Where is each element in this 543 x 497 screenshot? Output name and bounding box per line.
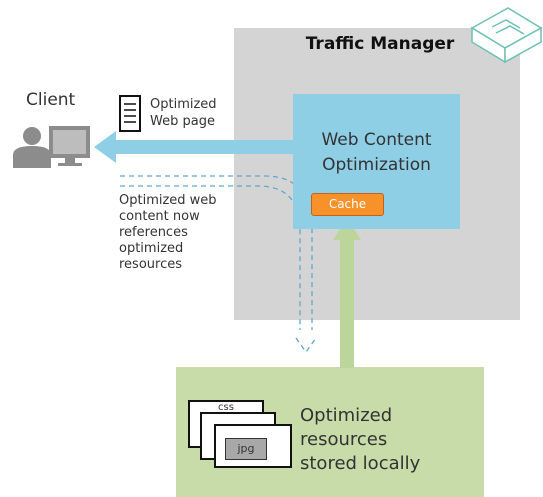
css-file-label: css — [218, 402, 234, 413]
web-page-label-line1: Optimized — [150, 97, 217, 112]
client-computer-icon — [49, 126, 90, 166]
traffic-manager-cube-icon — [470, 7, 543, 64]
note-line: references — [119, 225, 188, 240]
note-line: resources — [119, 257, 183, 272]
optimized-content-note: Optimized web content now references opt… — [119, 193, 217, 273]
wco-title-line1: Web Content — [321, 130, 432, 150]
web-page-label: Optimized Web page — [150, 96, 217, 130]
web-page-label-line2: Web page — [150, 114, 215, 129]
wco-title: Web Content Optimization — [293, 128, 460, 178]
cache-badge: Cache — [311, 193, 384, 216]
note-line: content now — [119, 209, 200, 224]
resources-label: Optimized resources stored locally — [300, 404, 480, 476]
jpg-image-icon: jpg — [225, 438, 267, 460]
note-line: optimized — [119, 241, 184, 256]
resources-label-line1: Optimized resources — [300, 405, 393, 450]
blue-left-arrow — [94, 131, 295, 163]
client-person-icon — [13, 127, 51, 168]
resources-label-line2: stored locally — [300, 453, 421, 474]
client-label: Client — [26, 90, 76, 110]
note-line: Optimized web — [119, 193, 217, 208]
traffic-manager-title: Traffic Manager — [305, 34, 455, 54]
green-up-arrow — [333, 218, 361, 368]
web-page-document-icon — [119, 95, 141, 132]
wco-title-line2: Optimization — [322, 155, 431, 175]
